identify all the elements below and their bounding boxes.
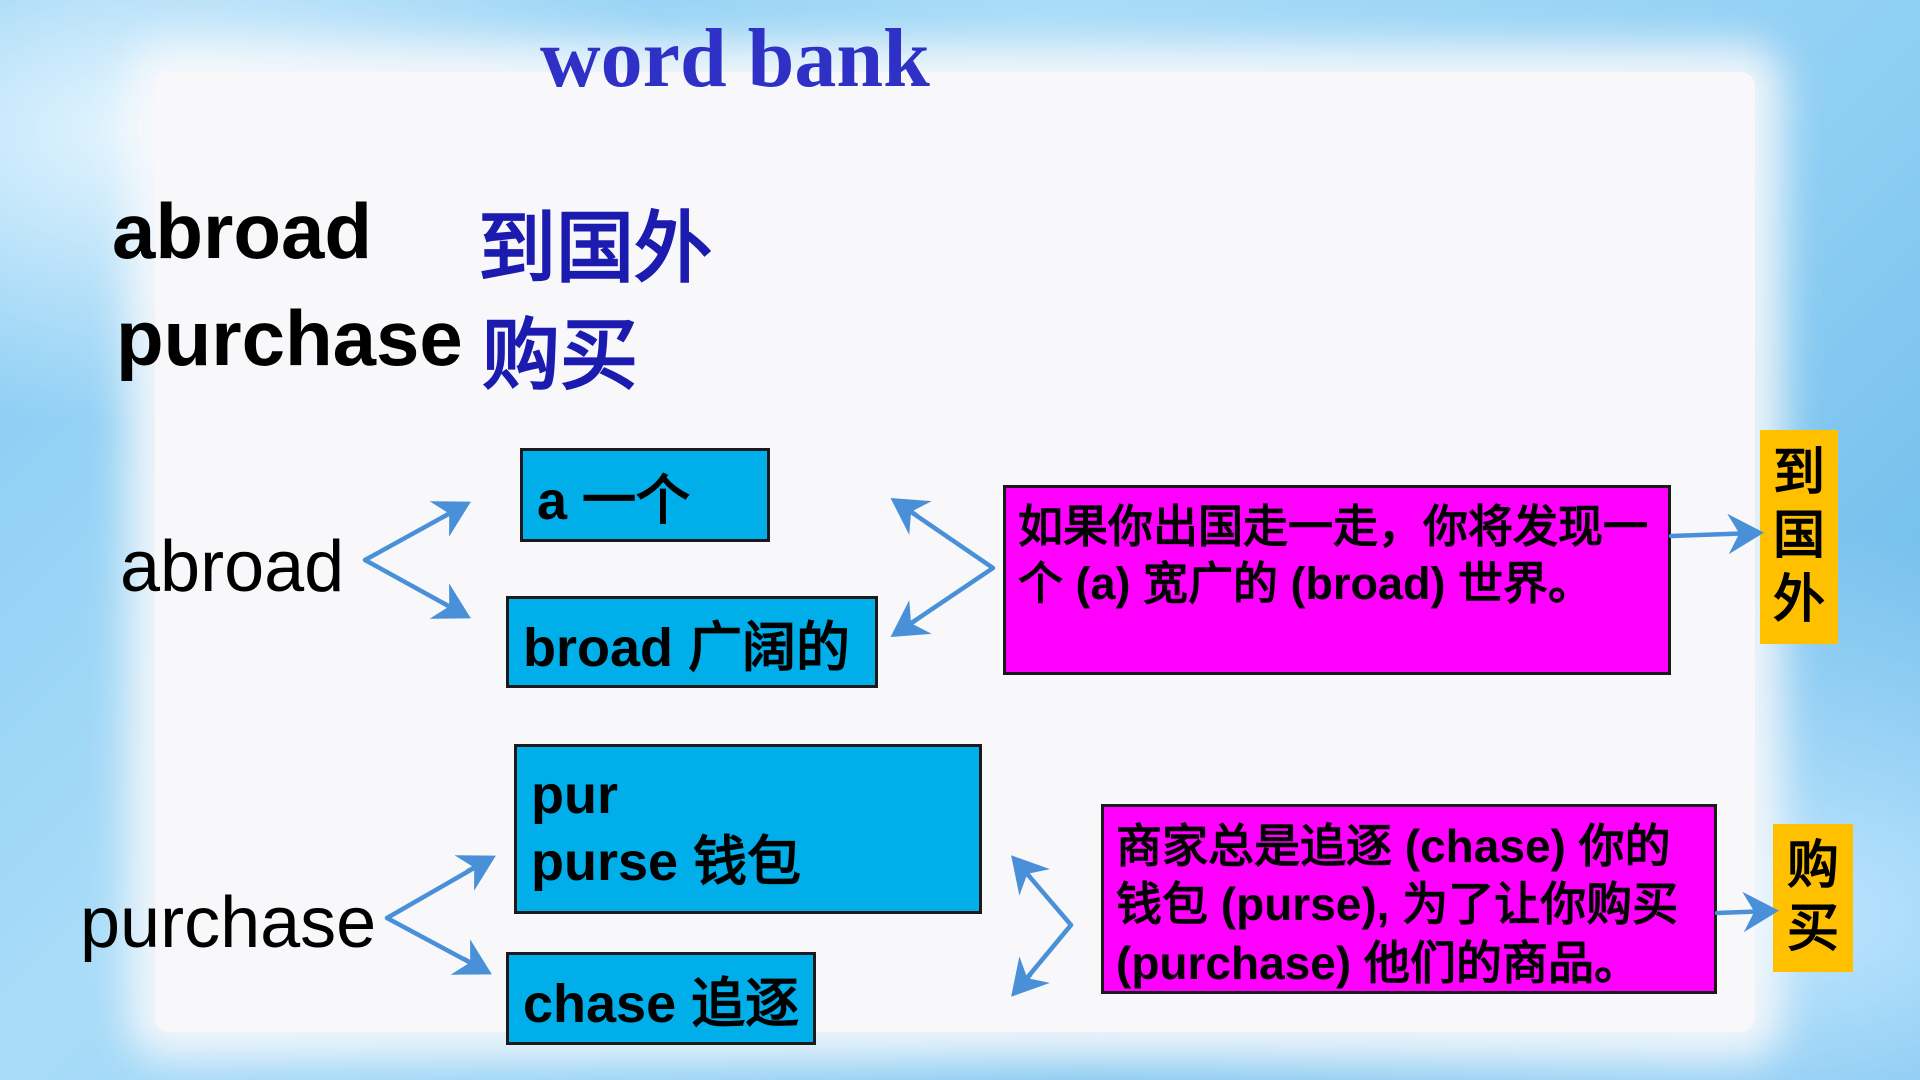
vocab-word-abroad: abroad bbox=[112, 187, 373, 275]
explanation-box-purchase: 商家总是追逐 (chase) 你的钱包 (purse), 为了让你购买 (pur… bbox=[1101, 804, 1717, 994]
slide-title: word bank bbox=[540, 12, 930, 105]
word-part-a: a 一个 bbox=[520, 448, 770, 542]
meaning-char: 到 bbox=[1772, 442, 1825, 503]
meaning-char: 国 bbox=[1772, 506, 1825, 567]
meaning-box-purchase: 购 买 bbox=[1773, 824, 1853, 972]
word-part-broad-text: broad 广阔的 bbox=[523, 617, 851, 678]
word-part-pur: pur purse 钱包 bbox=[514, 744, 982, 914]
vocab-meaning-purchase: 购买 bbox=[482, 311, 639, 401]
meaning-char: 外 bbox=[1772, 569, 1825, 630]
meaning-char: 买 bbox=[1786, 899, 1839, 959]
meaning-box-abroad: 到 国 外 bbox=[1760, 430, 1838, 644]
word-part-chase: chase 追逐 bbox=[506, 952, 816, 1045]
vocab-meaning-abroad: 到国外 bbox=[478, 204, 713, 294]
word-part-chase-text: chase 追逐 bbox=[523, 974, 800, 1034]
word-part-pur-text: pur bbox=[531, 764, 618, 825]
vocab-word-purchase: purchase bbox=[116, 294, 463, 382]
word-part-purse-text: purse 钱包 bbox=[531, 832, 802, 892]
explanation-box-abroad: 如果你出国走一走，你将发现一个 (a) 宽广的 (broad) 世界。 bbox=[1003, 485, 1671, 675]
word-part-broad: broad 广阔的 bbox=[506, 596, 878, 688]
explanation-abroad-text: 如果你出国走一走，你将发现一个 (a) 宽广的 (broad) 世界。 bbox=[1018, 501, 1649, 610]
root-word-purchase: purchase bbox=[80, 883, 377, 963]
explanation-purchase-text: 商家总是追逐 (chase) 你的钱包 (purse), 为了让你购买 (pur… bbox=[1116, 820, 1679, 989]
meaning-char: 购 bbox=[1786, 835, 1839, 896]
root-word-abroad: abroad bbox=[120, 527, 345, 607]
word-part-a-text: a 一个 bbox=[537, 470, 691, 531]
